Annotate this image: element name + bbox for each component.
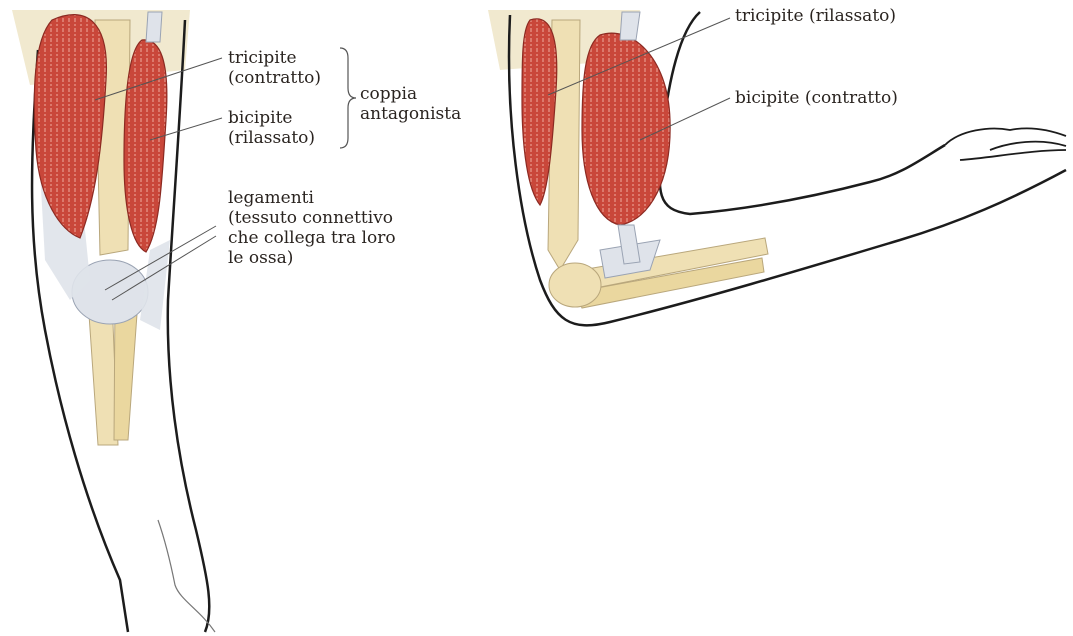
arm-outline-inner xyxy=(660,12,945,214)
biceps-label-line-2: (rilassato) xyxy=(228,128,315,148)
arm-outline-right xyxy=(168,20,210,632)
pair-label-line-1: coppia xyxy=(360,84,461,104)
ligaments-label-line-1: legamenti xyxy=(228,188,396,208)
ligaments-label-line-4: le ossa) xyxy=(228,248,396,268)
extended-arm-figure xyxy=(12,10,356,632)
pair-label-line-2: antagonista xyxy=(360,104,461,124)
biceps-muscle-relaxed xyxy=(124,40,167,252)
biceps-contracted-label: bicipite (contratto) xyxy=(735,88,898,108)
flexed-arm-figure xyxy=(488,10,1066,325)
triceps-relaxed-label: tricipite (rilassato) xyxy=(735,6,896,26)
elbow-joint-right xyxy=(549,263,601,307)
antagonist-bracket xyxy=(340,48,356,148)
biceps-relaxed-label: bicipite (rilassato) xyxy=(228,108,315,148)
ligaments-label-line-3: che collega tra loro xyxy=(228,228,396,248)
triceps-tendon-right xyxy=(620,12,640,40)
ligaments-label-line-2: (tessuto connettivo xyxy=(228,208,396,228)
antagonist-pair-label: coppia antagonista xyxy=(360,84,461,124)
triceps-contracted-label: tricipite (contratto) xyxy=(228,48,321,88)
hand-outline-right xyxy=(945,128,1066,160)
biceps-tendon xyxy=(146,12,162,42)
ligaments-label: legamenti (tessuto connettivo che colleg… xyxy=(228,188,396,268)
biceps-label-line-1: bicipite xyxy=(228,108,315,128)
triceps-label-line-2: (contratto) xyxy=(228,68,321,88)
triceps-label-line-1: tricipite xyxy=(228,48,321,68)
